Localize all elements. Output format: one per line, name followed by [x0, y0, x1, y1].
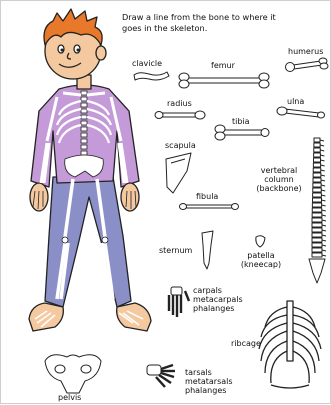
vertebra: [313, 188, 322, 192]
label-ribcage: ribcage: [231, 339, 261, 348]
femur-bone: [179, 73, 269, 88]
vertebra: [313, 193, 322, 197]
vertebra: [312, 238, 322, 242]
tibia-bone: [215, 125, 269, 140]
boy-spine: [81, 91, 87, 155]
vertebra: [313, 198, 322, 202]
vertebra: [313, 173, 321, 177]
vertebra: [312, 203, 321, 207]
vertebra: [312, 213, 322, 217]
label-pelvis: pelvis: [58, 393, 81, 402]
vertebra: [312, 253, 322, 257]
label-clavicle: clavicle: [132, 59, 162, 68]
vertebra: [312, 218, 322, 222]
patella-bone: [256, 236, 265, 247]
label-humerus: humerus: [288, 47, 323, 56]
vertebra: [312, 243, 322, 247]
ulna-bone: [277, 107, 325, 118]
ear: [96, 46, 106, 60]
vertebra: [312, 223, 322, 227]
label-fibula: fibula: [196, 192, 218, 201]
vertebra: [312, 208, 322, 212]
vertebra: [313, 163, 320, 167]
vertebra: [312, 248, 322, 252]
label-foot-bones: tarsals metatarsals phalanges: [185, 368, 233, 395]
scapula-bone: [166, 153, 191, 193]
label-vertebral-column: vertebral column (backbone): [249, 166, 309, 193]
vertebra: [312, 228, 322, 232]
vertebra: [313, 183, 321, 187]
vertebra: [314, 158, 321, 162]
clavicle-bone: [134, 72, 169, 80]
ribcage-bone: [259, 301, 321, 388]
sternum-bone: [202, 231, 213, 269]
label-hand-bones: carpals metacarpals phalanges: [193, 286, 243, 313]
sacrum: [309, 259, 325, 283]
label-tibia: tibia: [232, 117, 250, 126]
vertebra: [314, 153, 321, 157]
pelvis-bone: [45, 355, 101, 393]
vertebra: [312, 233, 322, 237]
label-ulna: ulna: [287, 97, 304, 106]
vertebra: [313, 168, 321, 172]
label-patella: patella (kneecap): [239, 251, 283, 269]
hand-bones: [169, 287, 189, 317]
label-radius: radius: [167, 99, 192, 108]
humerus-bone: [286, 58, 329, 72]
vertebra: [313, 178, 321, 182]
vertebra: [314, 148, 321, 152]
vertebra: [314, 143, 320, 147]
vertebra: [314, 138, 320, 142]
vertebral-column-bone: [309, 138, 326, 283]
fibula-bone: [180, 204, 239, 210]
label-femur: femur: [211, 61, 235, 70]
radius-bone: [155, 111, 205, 119]
label-sternum: sternum: [159, 246, 192, 255]
foot-bones: [147, 365, 175, 387]
right-shoe: [117, 303, 151, 331]
label-scapula: scapula: [165, 141, 196, 150]
